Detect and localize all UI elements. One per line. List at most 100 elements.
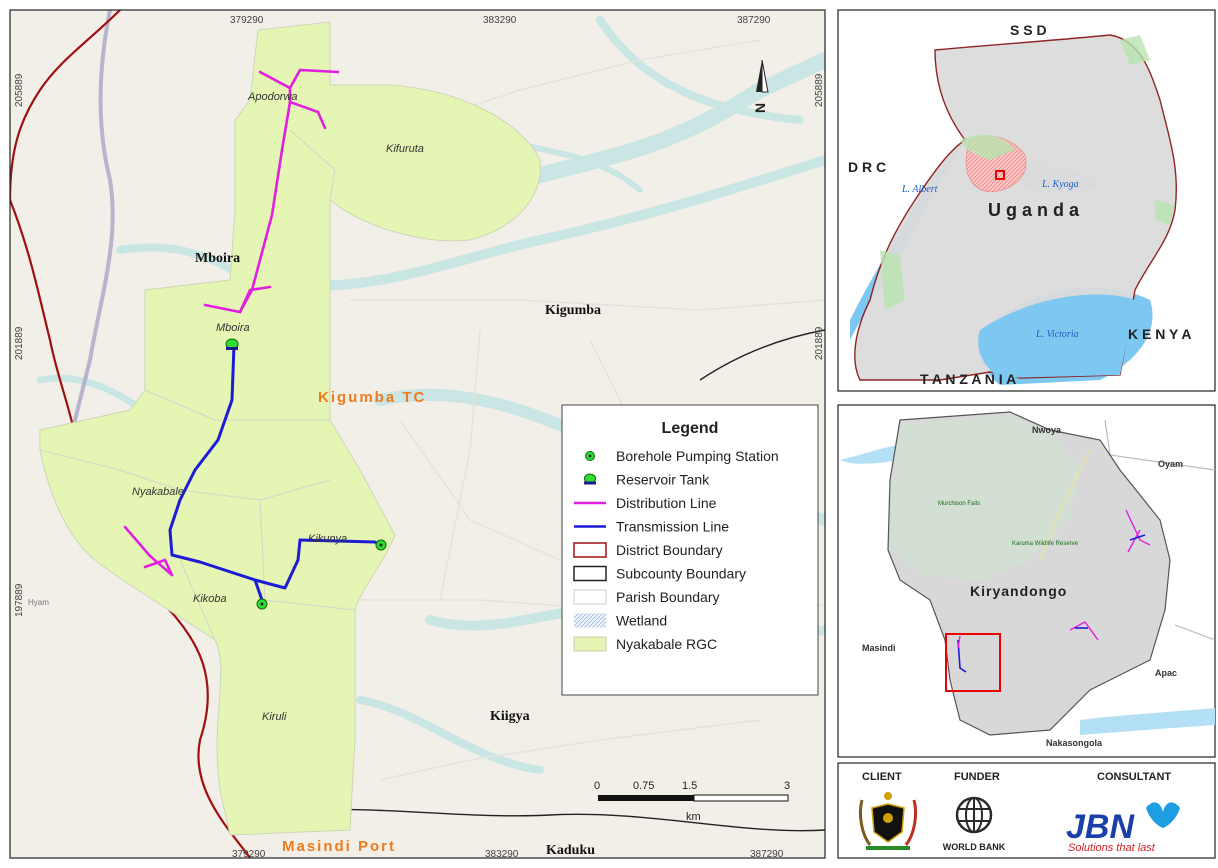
- jbn-logo: JBN Solutions that last: [1066, 802, 1180, 854]
- svg-text:383290: 383290: [485, 849, 519, 860]
- legend-item-label: Reservoir Tank: [616, 472, 710, 488]
- rgc-fill-symbol-icon: [573, 636, 607, 652]
- legend-item-label: Transmission Line: [616, 519, 729, 535]
- svg-text:Kigumba TC: Kigumba TC: [318, 389, 426, 406]
- legend-item-label: District Boundary: [616, 542, 723, 558]
- svg-text:Solutions that last: Solutions that last: [1068, 842, 1156, 854]
- svg-text:U g a n d a: U g a n d a: [988, 200, 1080, 220]
- svg-text:Kiryandongo: Kiryandongo: [970, 583, 1067, 599]
- world-bank-globe-logo: [955, 796, 993, 834]
- legend-item-label: Nyakabale RGC: [616, 636, 717, 652]
- svg-text:383290: 383290: [483, 15, 517, 26]
- district-inset-labels: Nwoya Oyam Kiryandongo Masindi Apac Naka…: [862, 425, 1183, 748]
- svg-text:0.75: 0.75: [633, 780, 654, 792]
- svg-text:L. Victoria: L. Victoria: [1035, 329, 1079, 340]
- svg-text:km: km: [686, 811, 701, 823]
- scale-bar: 0 0.75 1.5 3 km: [594, 780, 790, 823]
- svg-text:Masindi: Masindi: [862, 643, 896, 653]
- legend-item: Distribution Line: [574, 495, 717, 511]
- place-labels: Mboira Kigumba Kiigya Kaduku Kigumba TC …: [28, 91, 601, 858]
- legend-item: District Boundary: [573, 542, 723, 558]
- svg-text:Apodorwa: Apodorwa: [247, 91, 298, 103]
- uganda-coat-of-arms-logo: [858, 792, 918, 850]
- svg-text:Kikunya: Kikunya: [308, 533, 347, 545]
- svg-text:Oyam: Oyam: [1158, 459, 1183, 469]
- svg-text:Kikoba: Kikoba: [193, 593, 227, 605]
- svg-text:Nakasongola: Nakasongola: [1046, 738, 1103, 748]
- svg-text:FUNDER: FUNDER: [954, 771, 1000, 783]
- svg-text:JBN: JBN: [1066, 808, 1135, 846]
- svg-text:205889: 205889: [814, 73, 825, 107]
- svg-text:1.5: 1.5: [682, 780, 697, 792]
- legend-item: Transmission Line: [574, 519, 729, 535]
- parish-boundaries: [39, 129, 356, 641]
- credits-panel: CLIENT FUNDER CONSULTANT WORLD BANK JBN …: [837, 762, 1216, 859]
- boundary-symbol-icon: [573, 589, 607, 605]
- svg-text:3: 3: [784, 780, 790, 792]
- legend-item-label: Distribution Line: [616, 495, 717, 511]
- svg-text:CLIENT: CLIENT: [862, 771, 902, 783]
- svg-text:387290: 387290: [737, 15, 771, 26]
- svg-text:Murchison Falls: Murchison Falls: [938, 501, 980, 507]
- uganda-inset-labels: S S D D R C U g a n d a K E N Y A T A N …: [848, 22, 1192, 387]
- uganda-outline: [854, 34, 1178, 381]
- borehole-pumping-stations: [256, 539, 387, 610]
- svg-text:201889: 201889: [814, 326, 825, 360]
- legend-item-label: Subcounty Boundary: [616, 566, 746, 582]
- boundary-symbol-icon: [573, 542, 607, 558]
- svg-text:Hyam: Hyam: [28, 598, 49, 607]
- wetland-symbol-icon: [574, 613, 606, 628]
- svg-text:Karuma Wildlife Reserve: Karuma Wildlife Reserve: [1012, 541, 1079, 547]
- svg-text:Kiigya: Kiigya: [490, 709, 530, 724]
- svg-text:D R C: D R C: [848, 159, 886, 175]
- svg-text:379290: 379290: [230, 15, 264, 26]
- study-area-box: [945, 633, 1001, 692]
- legend-item: Wetland: [574, 613, 667, 629]
- reservoir-tank: [225, 338, 239, 350]
- legend-item-label: Parish Boundary: [616, 589, 720, 605]
- borehole-symbol-icon: [585, 451, 595, 461]
- legend-item-label: Wetland: [616, 613, 667, 629]
- reservoir-symbol-icon: [584, 473, 596, 485]
- nyakabale-rgc-area: [39, 21, 541, 836]
- svg-text:Mboira: Mboira: [195, 251, 240, 266]
- north-arrow: N: [752, 59, 769, 113]
- legend-item: Nyakabale RGC: [573, 636, 717, 652]
- svg-text:L. Kyoga: L. Kyoga: [1041, 179, 1079, 190]
- svg-text:Legend: Legend: [662, 420, 719, 437]
- legend-item: Parish Boundary: [573, 589, 720, 605]
- svg-text:201889: 201889: [14, 326, 25, 360]
- boundary-symbol-icon: [573, 565, 607, 582]
- distribution-lines: [123, 68, 340, 577]
- svg-text:0: 0: [594, 780, 600, 792]
- legend-item: Subcounty Boundary: [573, 565, 746, 582]
- svg-text:387290: 387290: [750, 849, 784, 860]
- legend: Legend Borehole Pumping StationReservoir…: [561, 404, 819, 696]
- uganda-inset[interactable]: S S D D R C U g a n d a K E N Y A T A N …: [837, 9, 1216, 392]
- svg-text:S S D: S S D: [1010, 22, 1047, 38]
- svg-text:Apac: Apac: [1155, 668, 1177, 678]
- svg-text:205889: 205889: [14, 73, 25, 107]
- study-area-marker: [995, 170, 1005, 180]
- svg-text:N: N: [752, 103, 768, 113]
- legend-item-label: Borehole Pumping Station: [616, 448, 779, 464]
- svg-text:Kiruli: Kiruli: [262, 711, 287, 723]
- svg-text:WORLD BANK: WORLD BANK: [943, 842, 1006, 852]
- svg-text:L. Albert: L. Albert: [901, 184, 938, 195]
- svg-text:197889: 197889: [14, 583, 25, 617]
- district-inset[interactable]: Nwoya Oyam Kiryandongo Masindi Apac Naka…: [837, 404, 1216, 758]
- svg-text:Mboira: Mboira: [216, 322, 250, 334]
- legend-item: Reservoir Tank: [584, 472, 710, 488]
- svg-text:379290: 379290: [232, 849, 266, 860]
- svg-text:T A N Z A N I A: T A N Z A N I A: [920, 371, 1016, 387]
- regional-road: [58, 10, 115, 481]
- grid-labels: 379290 383290 387290 379290 383290 38729…: [14, 15, 825, 860]
- svg-text:Kaduku: Kaduku: [546, 843, 595, 858]
- legend-item: Borehole Pumping Station: [585, 448, 779, 464]
- svg-text:Kifuruta: Kifuruta: [386, 143, 424, 155]
- svg-text:CONSULTANT: CONSULTANT: [1097, 771, 1171, 783]
- svg-text:Kigumba: Kigumba: [545, 303, 601, 318]
- svg-text:Nwoya: Nwoya: [1032, 425, 1062, 435]
- svg-text:Nyakabale: Nyakabale: [132, 486, 184, 498]
